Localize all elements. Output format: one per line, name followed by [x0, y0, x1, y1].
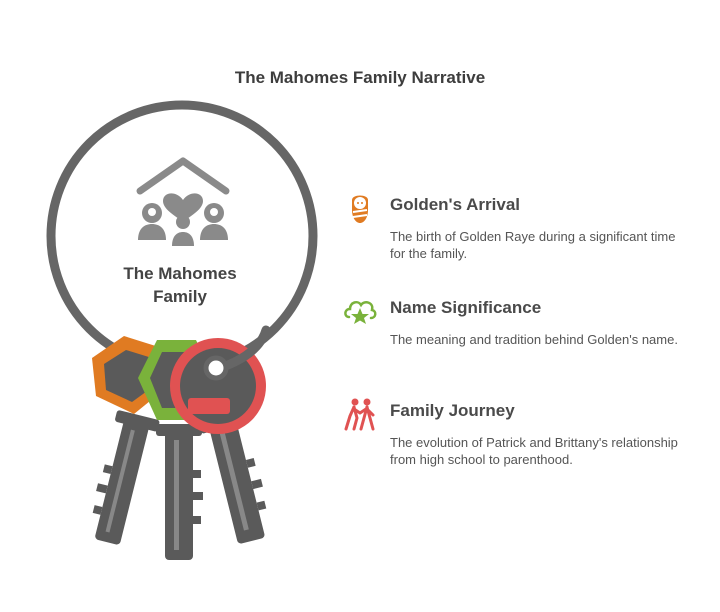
- center-label: The Mahomes Family: [90, 262, 270, 308]
- center-label-line1: The Mahomes: [123, 264, 237, 283]
- item-heading: Name Significance: [390, 298, 542, 317]
- diagram-title: The Mahomes Family Narrative: [234, 68, 486, 87]
- item-description: The birth of Golden Raye during a signif…: [390, 229, 676, 261]
- swaddled-baby-icon: [352, 195, 368, 223]
- item-heading: Golden's Arrival: [390, 195, 521, 214]
- center-label-line2: Family: [153, 287, 207, 306]
- item-description: The evolution of Patrick and Brittany's …: [390, 435, 678, 467]
- star-cloud-icon: [344, 300, 377, 324]
- family-home-icon: [136, 157, 230, 246]
- walking-couple-icon: [344, 398, 375, 431]
- item-description: The meaning and tradition behind Golden'…: [390, 332, 678, 347]
- item-heading: Family Journey: [390, 401, 515, 420]
